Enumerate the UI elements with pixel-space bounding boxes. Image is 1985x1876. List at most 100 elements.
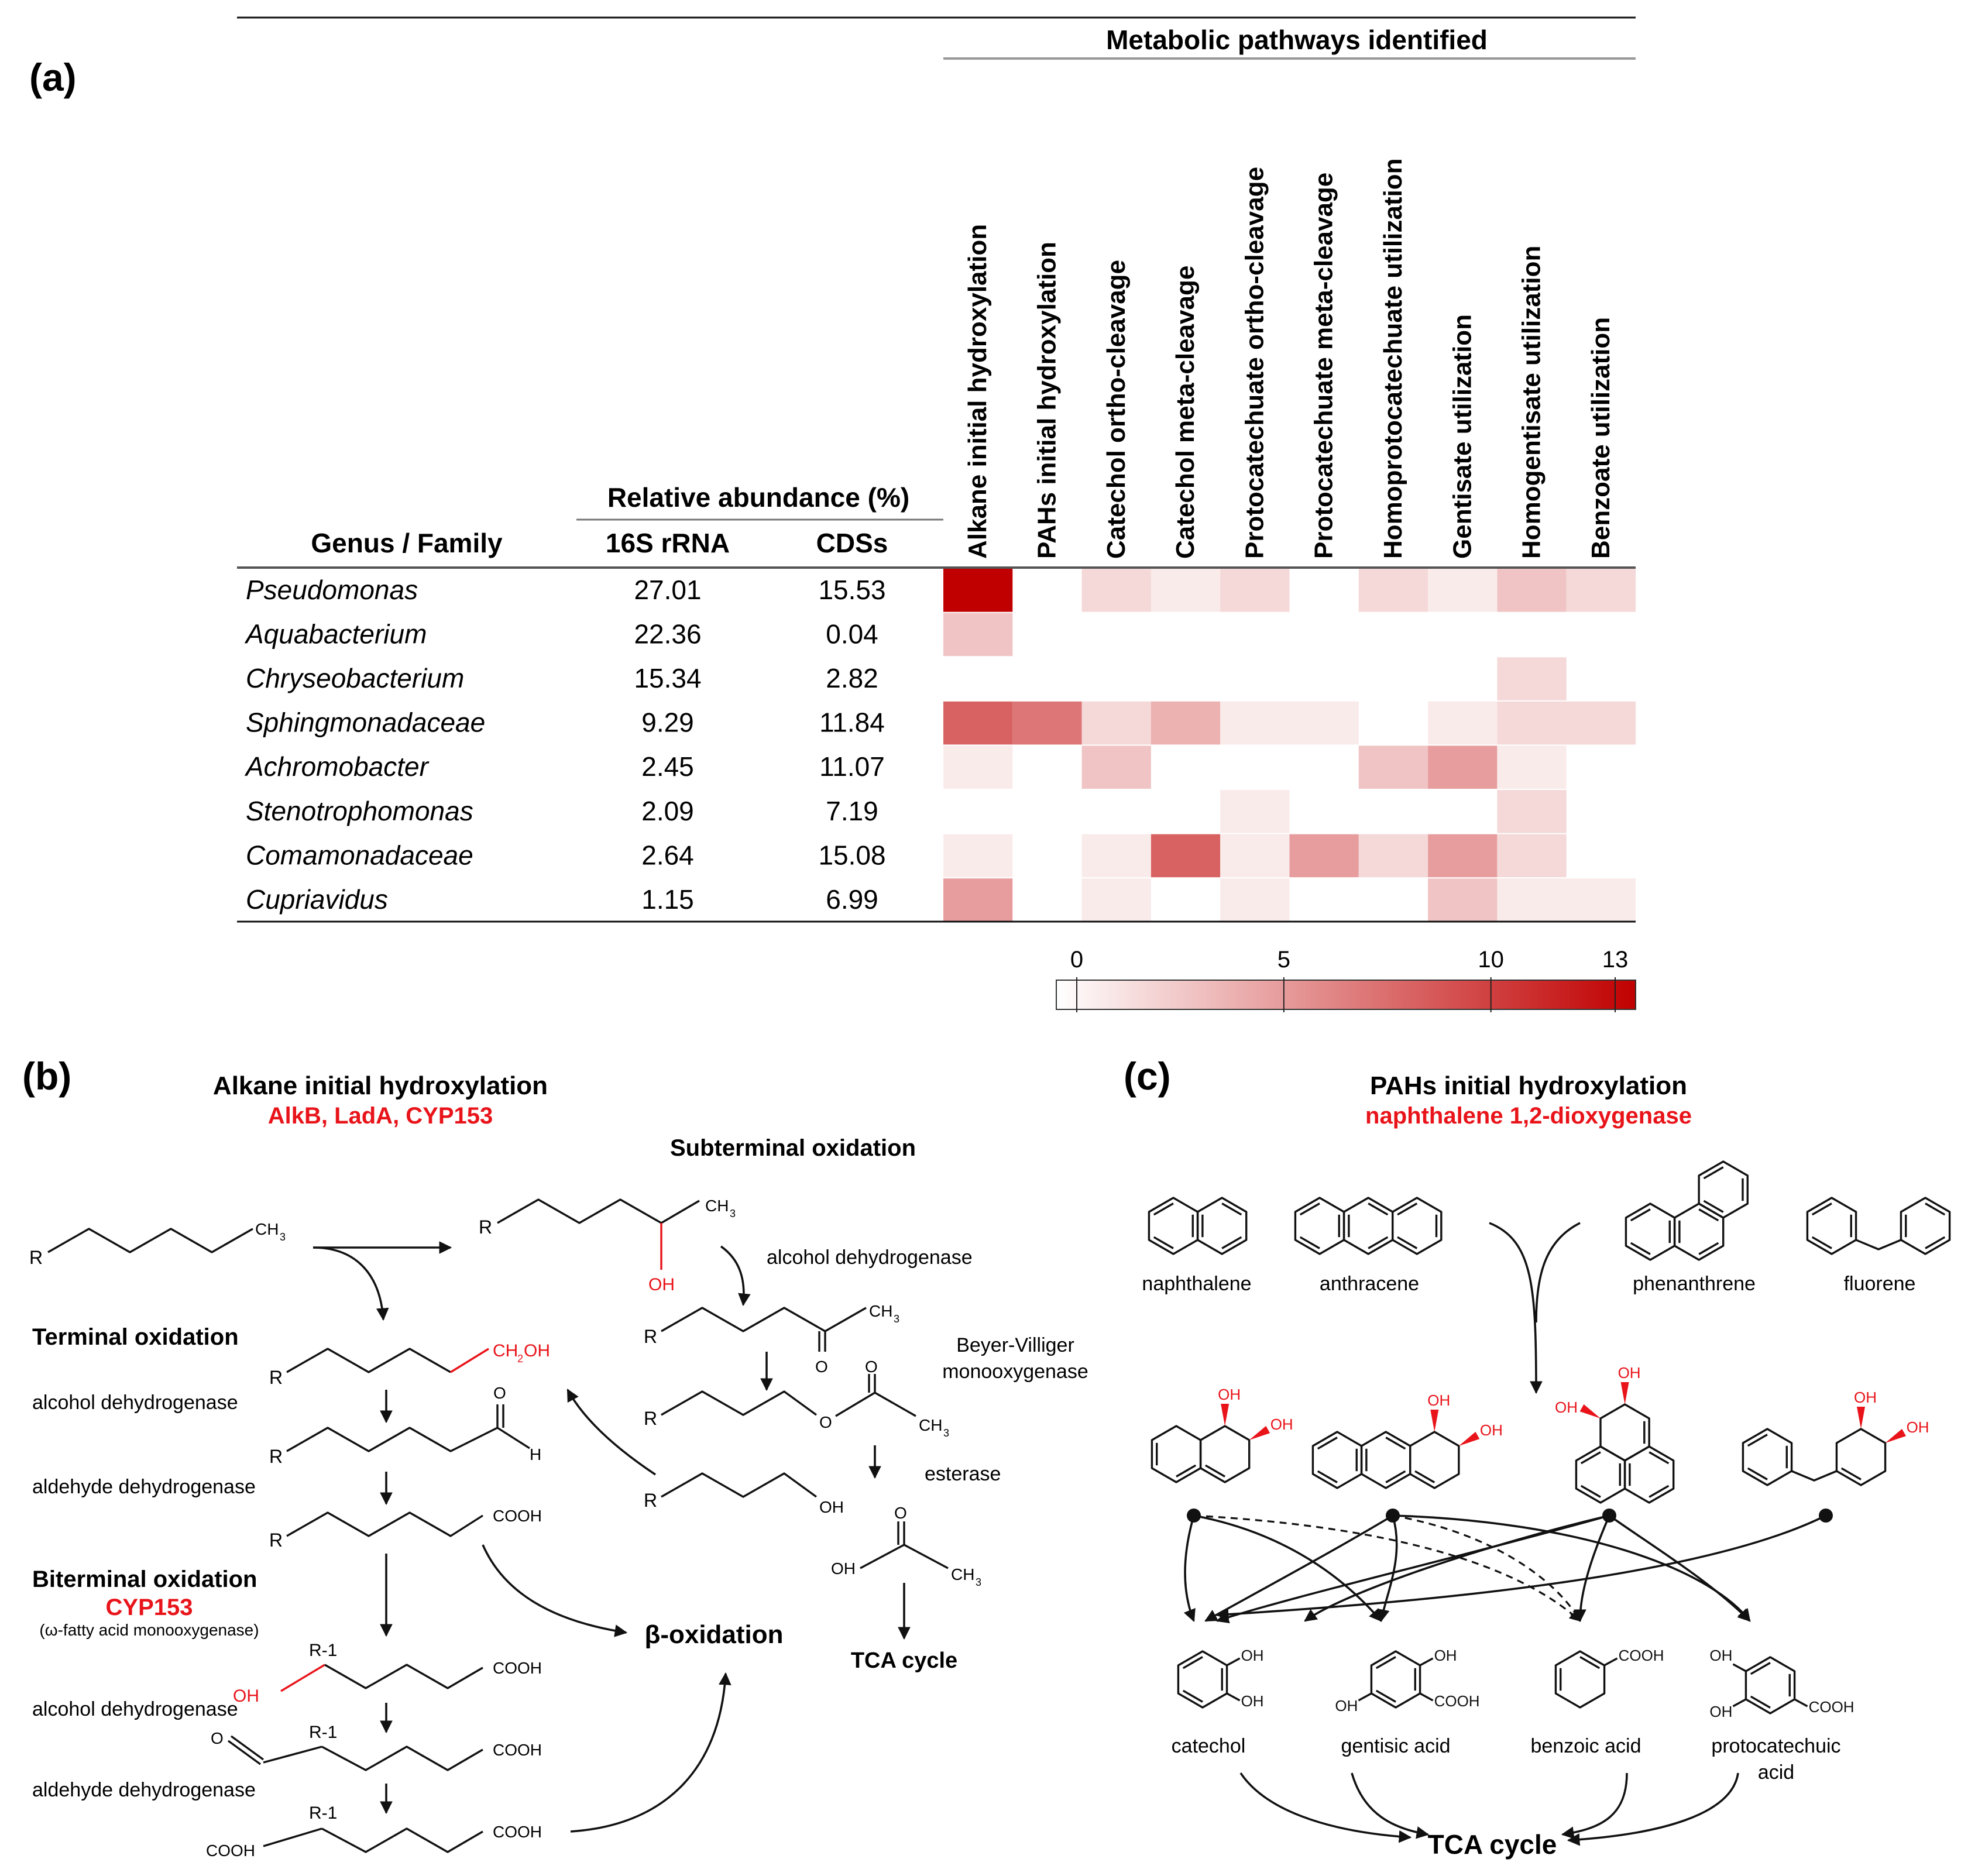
branch-arrow	[1574, 1515, 1610, 1623]
svg-text:R-1: R-1	[309, 1641, 337, 1660]
branch-arrow	[1193, 1514, 1581, 1622]
oh-bond	[1419, 1657, 1434, 1667]
pathway-label: Homoprotocatechuate utilization	[1379, 159, 1407, 559]
heatmap-cell	[1081, 701, 1151, 745]
atom-label: OH	[1241, 1692, 1264, 1710]
svg-text:OH: OH	[831, 1559, 856, 1578]
heatmap-cell	[1220, 834, 1290, 878]
double-bond	[1811, 1236, 1832, 1249]
heatmap-cell	[1566, 878, 1636, 922]
double-bond	[1397, 1236, 1418, 1249]
row-cds: 15.08	[818, 840, 885, 870]
svg-text:OH: OH	[524, 1341, 550, 1360]
scale-tick-label: 0	[1070, 947, 1083, 973]
double-bond	[1414, 1470, 1435, 1483]
heatmap-cell	[1428, 745, 1498, 789]
oh-bond	[1732, 1698, 1747, 1707]
benzene-ring	[1900, 1197, 1951, 1255]
product-protocatechuic-acid-2: acid	[1758, 1761, 1794, 1784]
terminal-aldh: aldehyde dehydrogenase	[32, 1476, 256, 1498]
panel-c-label: (c)	[1124, 1054, 1171, 1098]
subterminal-label: Subterminal oxidation	[670, 1135, 916, 1161]
col-cds-header: CDSs	[816, 528, 888, 558]
heatmap-cell	[1220, 701, 1290, 745]
panel-b-title: Alkane initial hydroxylation	[213, 1071, 548, 1100]
heatmap-cell	[1428, 701, 1498, 745]
benzene-ring	[1151, 1425, 1202, 1483]
biterminal-adh: alcohol dehydrogenase	[32, 1698, 238, 1720]
double-bond	[1182, 1689, 1203, 1703]
double-bond	[1317, 1470, 1338, 1483]
double-bond	[1649, 1451, 1670, 1465]
double-bond	[1703, 1200, 1724, 1213]
svg-text:COOH: COOH	[493, 1507, 542, 1525]
oh-bond	[1732, 1663, 1747, 1672]
svg-text:CH: CH	[919, 1416, 942, 1434]
double-bond	[1649, 1485, 1670, 1498]
benzene-ring	[1409, 1431, 1460, 1489]
row-genus: Aquabacterium	[244, 619, 427, 649]
heatmap-cell	[1081, 569, 1151, 612]
svg-text:COOH: COOH	[493, 1823, 542, 1841]
subterminal-adh: alcohol dehydrogenase	[767, 1246, 973, 1269]
heatmap-cell	[1151, 701, 1221, 745]
svg-text:R: R	[644, 1326, 657, 1347]
panel-b-label: (b)	[22, 1054, 71, 1098]
benzene-ring	[1835, 1428, 1887, 1486]
heatmap-cell	[1497, 569, 1567, 612]
double-bond	[1299, 1202, 1320, 1216]
col-16s-header: 16S rRNA	[606, 528, 730, 558]
row-genus: Stenotrophomonas	[246, 796, 473, 826]
benzene-ring	[1744, 1656, 1796, 1714]
double-bond	[1153, 1236, 1174, 1249]
double-bond	[1579, 1656, 1601, 1669]
panel-c-tca: TCA cycle	[1428, 1829, 1557, 1860]
svg-text:O: O	[493, 1384, 506, 1402]
atom-label: OH	[1434, 1647, 1457, 1664]
svg-text:COOH: COOH	[493, 1659, 542, 1677]
atom-label: COOH	[1619, 1647, 1664, 1664]
cooh-bond	[1794, 1698, 1808, 1707]
color-scale-bar	[1056, 980, 1636, 1010]
arrow-substrates-merge	[1489, 1222, 1543, 1394]
atom-label: OH	[1335, 1697, 1358, 1714]
rel-abundance-header: Relative abundance (%)	[607, 482, 909, 513]
svg-text:COOH: COOH	[206, 1841, 255, 1860]
col-genus-header: Genus / Family	[311, 528, 503, 558]
atom-label: OH	[1480, 1421, 1503, 1439]
svg-text:O: O	[819, 1413, 832, 1431]
heatmap-cell	[1497, 657, 1567, 700]
heatmap-cell	[943, 834, 1013, 878]
benzene-ring	[1392, 1197, 1443, 1255]
panel-b-enzymes: AlkB, LadA, CYP153	[268, 1103, 493, 1129]
svg-text:R: R	[479, 1217, 492, 1238]
svg-text:3: 3	[943, 1427, 949, 1439]
panel-c-title: PAHs initial hydroxylation	[1370, 1071, 1687, 1100]
row-cds: 7.19	[826, 796, 878, 826]
panel-b-tca: TCA cycle	[851, 1648, 957, 1673]
benzene-ring	[1599, 1403, 1650, 1462]
benzene-ring	[1742, 1428, 1793, 1486]
benzene-ring	[1199, 1425, 1251, 1483]
row-genus: Pseudomonas	[246, 575, 418, 605]
substrate-phenanthrene: phenanthrene	[1633, 1273, 1756, 1295]
double-bond	[1221, 1202, 1242, 1216]
product-protocatechuic-acid-1: protocatechuic	[1711, 1735, 1840, 1757]
svg-text:R-1: R-1	[309, 1723, 337, 1742]
cyp153-label: CYP153	[106, 1595, 193, 1620]
terminal-adh: alcohol dehydrogenase	[32, 1391, 238, 1414]
wedge-bond	[1458, 1431, 1480, 1446]
heatmap-cell	[1358, 745, 1428, 789]
heatmap-cell	[943, 613, 1013, 657]
svg-text:R: R	[29, 1247, 43, 1268]
panel-b: (b) Alkane initial hydroxylation AlkB, L…	[22, 1054, 1088, 1860]
heatmap-cell	[1358, 834, 1428, 878]
pathway-label: PAHs initial hydroxylation	[1032, 242, 1061, 559]
atom-label: OH	[1270, 1415, 1293, 1433]
heatmap-cell	[943, 745, 1013, 789]
row-genus: Sphingmonadaceae	[246, 707, 485, 738]
pathway-label: Catechol meta-cleavage	[1171, 266, 1200, 559]
